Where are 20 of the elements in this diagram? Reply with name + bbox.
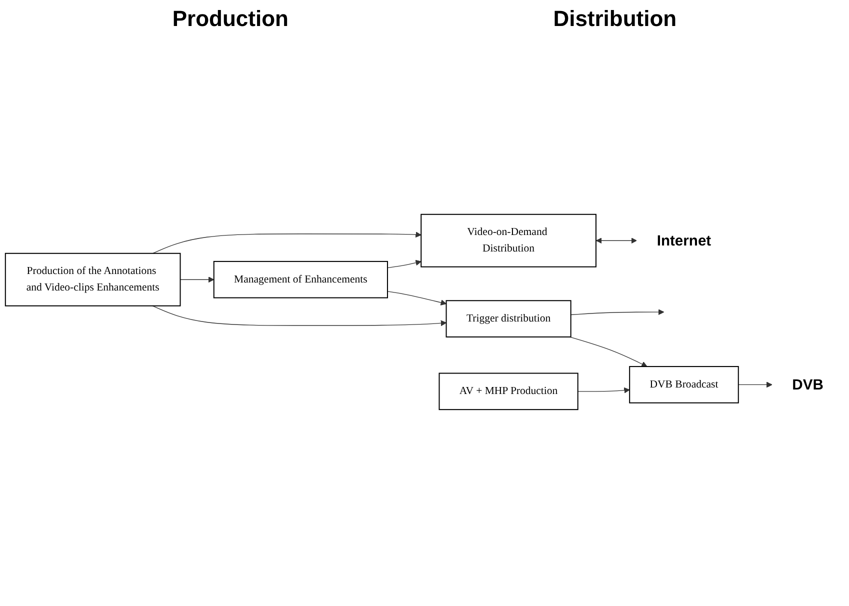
node-box: AV + MHP Production — [438, 372, 578, 410]
arrow — [596, 238, 637, 244]
column-heading: Distribution — [553, 6, 677, 32]
arrow — [569, 336, 648, 367]
node-box: DVB Broadcast — [629, 366, 739, 404]
arrow — [570, 309, 664, 316]
node-text: Internet — [656, 232, 712, 250]
node-box: Production of the Annotations and Video-clips Enhancements — [4, 252, 181, 306]
node-text: DVB — [792, 376, 824, 394]
arrow — [180, 276, 214, 283]
node-box: Trigger distribution — [446, 300, 572, 338]
arrow — [738, 382, 772, 388]
column-heading: Production — [172, 6, 288, 32]
node-box: Video-on-Demand Distribution — [420, 214, 596, 268]
arrow — [387, 260, 422, 268]
arrow — [578, 387, 630, 394]
arrow — [152, 306, 447, 326]
arrow — [387, 291, 447, 306]
node-box: Management of Enhancements — [213, 260, 388, 298]
arrow — [152, 232, 422, 254]
